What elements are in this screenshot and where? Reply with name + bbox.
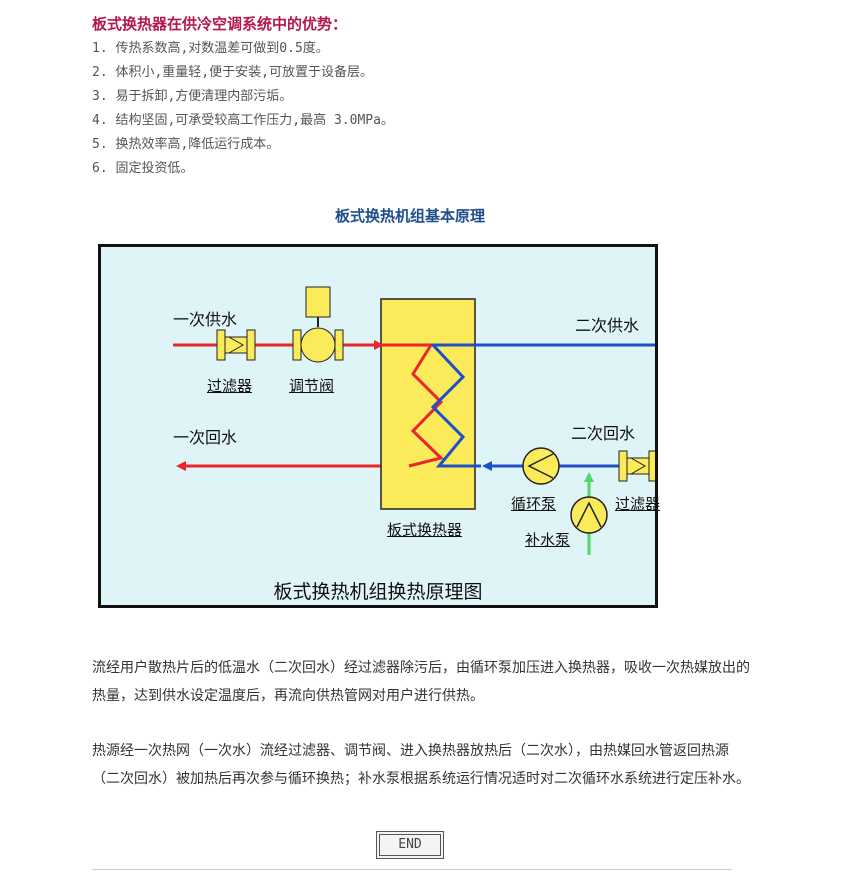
advantages-heading: 板式换热器在供冷空调系统中的优势： bbox=[92, 15, 348, 33]
figure-title: 板式换热机组基本原理 bbox=[334, 207, 485, 225]
filter-right-icon bbox=[618, 450, 655, 482]
label-secondary-supply: 二次供水 bbox=[575, 316, 640, 335]
end-marker: END bbox=[376, 831, 444, 859]
cold-zigzag bbox=[429, 343, 481, 468]
description-paragraph-2: 热源经一次热网（一次水）流经过滤器、调节阀、进入换热器放热后（二次水），由热媒回… bbox=[92, 743, 750, 787]
advantage-item: 4. 结构坚固,可承受较高工作压力,最高 3.0MPa。 bbox=[92, 113, 394, 128]
label-filter-right: 过滤器 bbox=[615, 495, 661, 513]
advantages-list: 1. 传热系数高,对数温差可做到0.5度。 2. 体积小,重量轻,便于安装,可放… bbox=[92, 37, 394, 181]
diagram-graphics bbox=[173, 286, 655, 555]
label-secondary-return: 二次回水 bbox=[571, 424, 636, 443]
advantage-item: 1. 传热系数高,对数温差可做到0.5度。 bbox=[92, 41, 329, 56]
label-filter-left: 过滤器 bbox=[207, 377, 253, 395]
diagram-caption: 板式换热机组换热原理图 bbox=[273, 581, 483, 603]
label-makeup-pump: 补水泵 bbox=[525, 531, 571, 549]
label-heat-exchanger: 板式换热器 bbox=[387, 521, 463, 539]
heat-exchanger-diagram: 一次供水 一次回水 二次供水 二次回水 过滤器 调节阀 板式换热器 循环泵 补水… bbox=[98, 244, 661, 608]
advantage-item: 3. 易于拆卸,方便清理内部污垢。 bbox=[92, 89, 293, 104]
label-primary-supply: 一次供水 bbox=[173, 310, 238, 329]
control-valve-icon bbox=[292, 286, 344, 363]
label-primary-return: 一次回水 bbox=[173, 428, 238, 447]
label-circulation-pump: 循环泵 bbox=[511, 495, 557, 513]
advantage-item: 6. 固定投资低。 bbox=[92, 161, 194, 176]
makeup-pump-icon bbox=[570, 496, 608, 534]
heat-exchanger-body bbox=[380, 298, 476, 510]
advantage-item: 5. 换热效率高,降低运行成本。 bbox=[92, 137, 280, 152]
bottom-divider bbox=[92, 869, 732, 870]
label-control-valve: 调节阀 bbox=[289, 377, 335, 395]
advantage-item: 2. 体积小,重量轻,便于安装,可放置于设备层。 bbox=[92, 65, 373, 80]
filter-left-icon bbox=[216, 329, 256, 361]
circulation-pump-icon bbox=[522, 447, 560, 485]
description-paragraph-1: 流经用户散热片后的低温水（二次回水）经过滤器除污后，由循环泵加压进入换热器，吸收… bbox=[92, 660, 750, 704]
